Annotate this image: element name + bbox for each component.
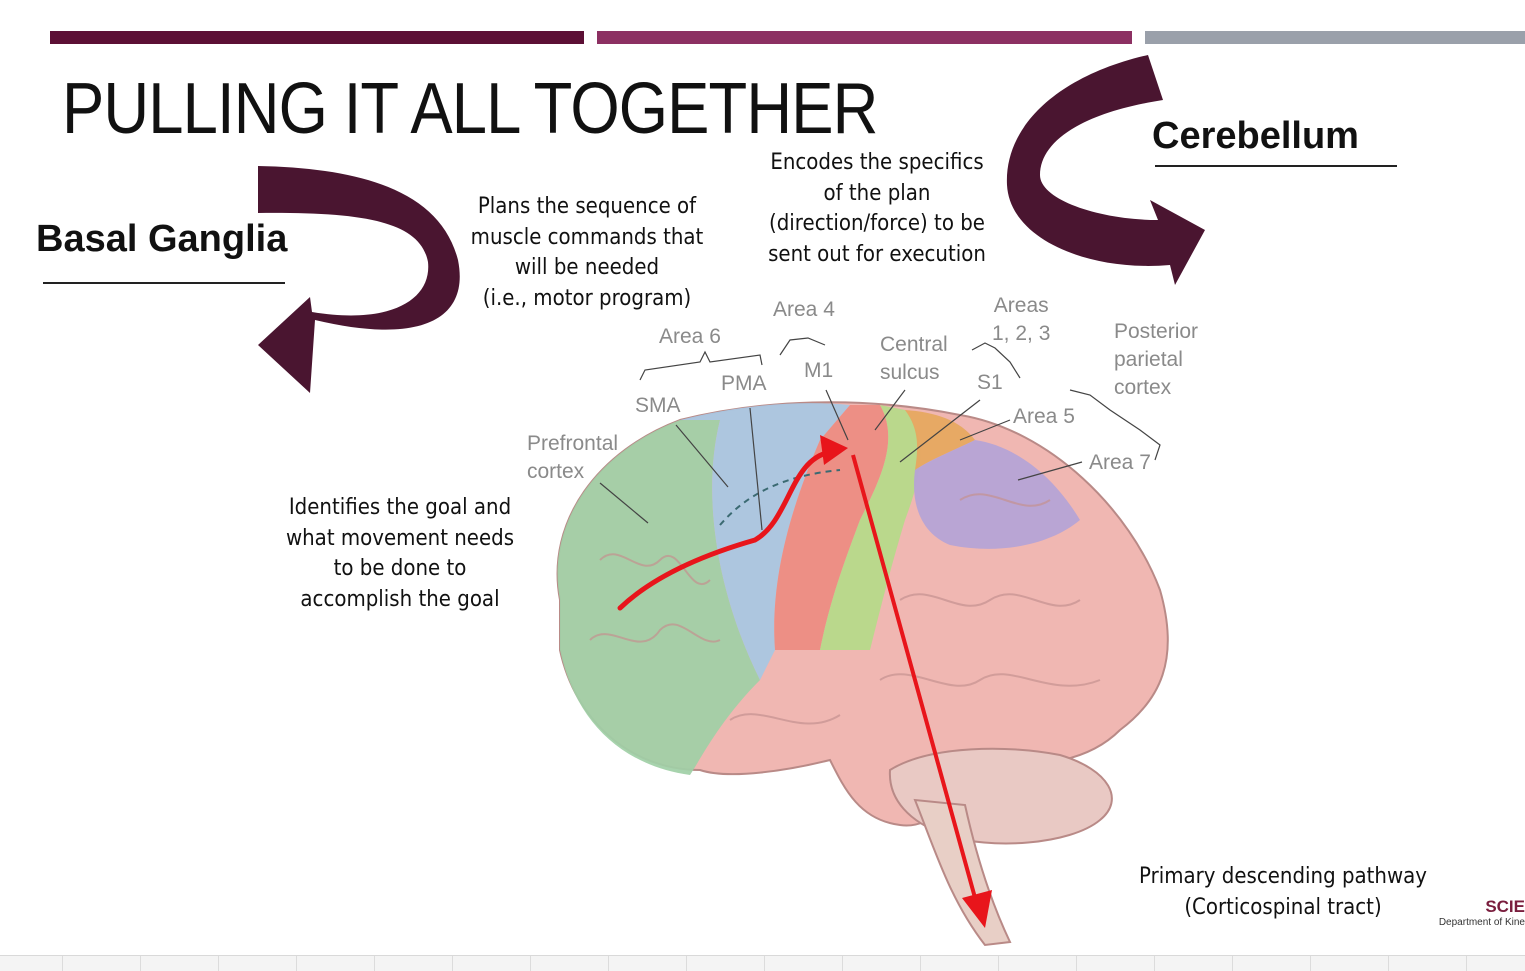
- pathway-note-line: (Corticospinal tract): [1184, 894, 1382, 920]
- cerebellum-arrow-icon: [1006, 55, 1205, 285]
- plans-note-line: will be needed: [514, 255, 660, 280]
- label-areas-123-line: Areas: [993, 294, 1049, 317]
- motor-plan-arrow: [617, 449, 833, 611]
- label-area-6: Area 6: [659, 325, 721, 348]
- label-area-5: Area 5: [1013, 405, 1075, 428]
- label-area-4: Area 4: [773, 298, 835, 321]
- pathway-note: Primary descending pathway (Corticospina…: [1130, 862, 1436, 923]
- prefrontal-region: [557, 420, 760, 775]
- label-areas-123: Areas 1, 2, 3: [992, 292, 1050, 348]
- label-prefrontal-line: cortex: [527, 460, 585, 483]
- label-posterior-parietal-line: parietal: [1114, 348, 1183, 371]
- header-bar-mid: [597, 31, 1132, 44]
- label-prefrontal: Prefrontal cortex: [527, 430, 618, 486]
- corticospinal-arrow: [851, 454, 979, 906]
- motor-plan-arrowhead-icon: [820, 435, 848, 465]
- label-pma: PMA: [721, 372, 767, 395]
- label-s1: S1: [977, 371, 1003, 394]
- logo-subtext: Department of Kine: [1438, 917, 1525, 928]
- header-bar-grey: [1145, 31, 1525, 44]
- logo-text: SCIE: [1485, 897, 1525, 916]
- label-central-sulcus-line: Central: [880, 333, 948, 356]
- identifies-note-line: what movement needs: [285, 525, 515, 551]
- encodes-note: Encodes the specifics of the plan (direc…: [742, 148, 1012, 270]
- label-posterior-parietal-line: Posterior: [1114, 320, 1199, 343]
- label-m1: M1: [804, 359, 834, 382]
- label-prefrontal-line: Prefrontal: [527, 432, 619, 455]
- pathway-note-line: Primary descending pathway: [1138, 864, 1428, 889]
- identifies-note-line: Identifies the goal and: [288, 495, 512, 520]
- identifies-note: Identifies the goal and what movement ne…: [265, 493, 535, 615]
- s1-region: [820, 405, 921, 650]
- slide-title: PULLING IT ALL TOGETHER: [62, 69, 878, 149]
- label-sma: SMA: [635, 394, 681, 417]
- identifies-note-line: to be done to: [333, 556, 467, 581]
- encodes-note-line: (direction/force) to be: [769, 211, 985, 236]
- label-posterior-parietal-line: cortex: [1114, 376, 1172, 399]
- encodes-note-line: Encodes the specifics: [770, 150, 984, 175]
- basal-ganglia-label: Basal Ganglia: [36, 218, 288, 260]
- basal-ganglia-blank: [43, 282, 285, 284]
- encodes-note-line: sent out for execution: [768, 241, 986, 267]
- plans-note: Plans the sequence of muscle commands th…: [452, 192, 722, 314]
- brain-cerebellum: [888, 747, 1113, 845]
- header-bar-dark: [50, 31, 584, 44]
- label-areas-123-line: 1, 2, 3: [992, 322, 1051, 345]
- m1-region: [774, 405, 889, 650]
- area7-region: [914, 440, 1080, 549]
- brain-illustration: [556, 401, 1169, 947]
- label-area-7: Area 7: [1089, 451, 1151, 474]
- premotor-region: [680, 403, 850, 680]
- plans-note-line: Plans the sequence of: [477, 194, 697, 219]
- slide-sorter-strip: [0, 955, 1525, 971]
- label-central-sulcus: Central sulcus: [880, 331, 948, 387]
- label-posterior-parietal: Posterior parietal cortex: [1114, 318, 1198, 402]
- identifies-note-line: accomplish the goal: [300, 586, 500, 612]
- cerebellum-label: Cerebellum: [1152, 115, 1359, 157]
- basal-ganglia-arrow-icon: [258, 166, 460, 393]
- encodes-note-line: of the plan: [823, 180, 931, 206]
- cerebellum-blank: [1155, 165, 1397, 167]
- plans-note-line: muscle commands that: [470, 224, 704, 250]
- plans-note-line: (i.e., motor program): [482, 285, 692, 311]
- label-central-sulcus-line: sulcus: [880, 361, 940, 384]
- corticospinal-arrowhead-icon: [962, 890, 992, 928]
- department-logo: SCIE Department of Kine: [1435, 897, 1525, 931]
- area5-region: [905, 410, 975, 470]
